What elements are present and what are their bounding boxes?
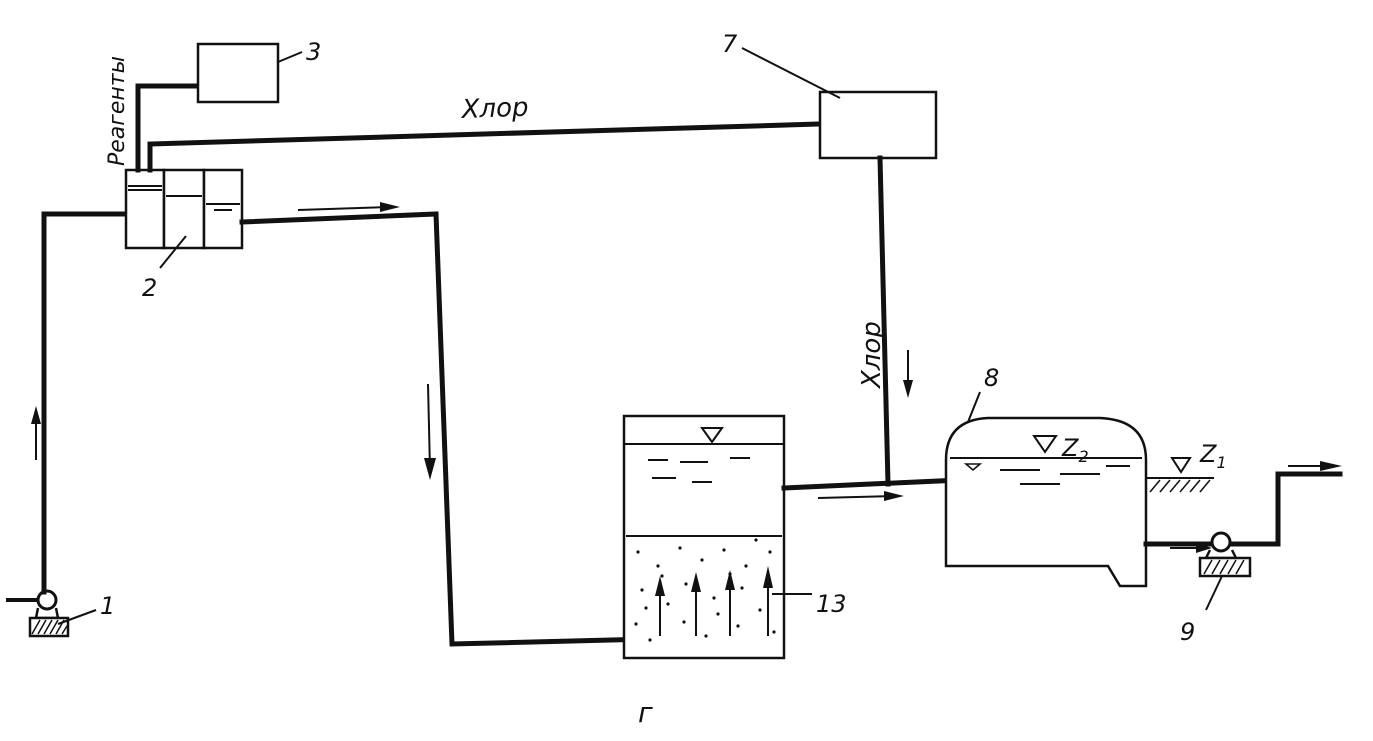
mixer-2 — [124, 168, 244, 250]
label-num-7: 7 — [722, 30, 738, 58]
pump-9 — [1198, 531, 1252, 611]
label-caption: г — [638, 696, 653, 729]
flow-arrow-right-4 — [1288, 461, 1342, 471]
reagent-dispenser-3 — [196, 42, 280, 104]
label-num-8: 8 — [984, 364, 999, 392]
filter-13 — [622, 414, 812, 660]
label-z1: Z1 — [1199, 440, 1227, 472]
outlet-pipe — [1143, 471, 1343, 547]
label-chlorine-top: Хлор — [459, 93, 529, 125]
label-num-9: 9 — [1180, 618, 1195, 646]
mixed-water-pipe — [239, 211, 773, 647]
label-num-3: 3 — [306, 38, 321, 66]
chlorine-pipe-top — [147, 121, 823, 173]
flow-arrow-up — [31, 406, 41, 460]
label-num-1: 1 — [100, 592, 115, 620]
pump-1 — [6, 589, 70, 638]
flow-arrow-down-1 — [424, 383, 436, 480]
raw-water-pipe — [41, 211, 129, 595]
label-z2-sub: 2 — [1078, 447, 1088, 466]
label-chlorine-vertical: Хлор — [857, 321, 887, 390]
label-num-13: 13 — [816, 590, 847, 618]
ground-level-z1 — [1146, 457, 1214, 493]
chlorinator-7 — [818, 90, 938, 160]
label-z2: Z2 — [1061, 434, 1089, 466]
label-reagents: Реагенты — [105, 56, 130, 166]
clean-water-tank-8 — [944, 391, 1148, 588]
filtered-water-pipe — [781, 466, 976, 491]
flow-arrow-down-2 — [903, 350, 913, 398]
label-z1-sub: 1 — [1216, 453, 1226, 472]
upflow-arrows — [655, 566, 773, 636]
flow-arrow-right-1 — [297, 202, 400, 212]
flow-arrow-right-2 — [817, 491, 904, 501]
reagent-pipe — [135, 83, 201, 173]
flow-arrow-right-3 — [1170, 543, 1212, 553]
label-num-2: 2 — [142, 274, 157, 302]
chlorine-pipe-vertical — [877, 155, 891, 487]
